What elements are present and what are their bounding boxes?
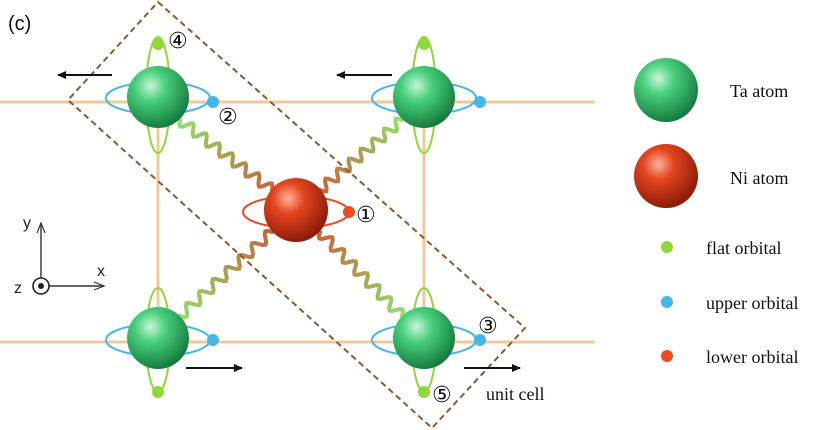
unit-cell-label: unit cell [486,384,544,404]
ni-atom-center [242,178,355,242]
label-2: ② [218,105,238,130]
axis-label-x: x [97,263,105,280]
panel-label: (c) [8,13,31,35]
label-4: ④ [168,29,188,54]
upper-orbital-dot [207,334,219,346]
unit-cell-border [66,0,527,430]
spring-bonds [177,116,406,320]
legend-flat-swatch [661,241,673,253]
spring-bottom-right [316,230,406,318]
legend-ni-swatch [634,144,698,208]
axis-label-z: z [14,280,22,297]
upper-orbital-dot [474,96,486,108]
flat-orbital-dot [152,38,164,50]
spring-top-right [318,116,404,194]
legend-upper-label: upper orbital [706,293,798,313]
motion-arrows [57,71,521,372]
lattice-lines [0,100,595,344]
legend-flat-label: flat orbital [706,238,781,258]
legend: Ta atom Ni atom flat orbital upper orbit… [634,58,798,367]
legend-upper-swatch [661,296,673,308]
legend-ta-swatch [634,58,698,122]
upper-orbital-dot [207,96,219,108]
label-5: ⑤ [432,383,452,408]
coordinate-axes [32,223,104,295]
ta-atom-top-left [105,36,219,154]
ta-atom-top-right [371,36,486,154]
legend-lower-label: lower orbital [706,347,798,367]
flat-orbital-dot [418,38,430,50]
axis-label-y: y [23,215,31,232]
flat-orbital-dot [418,386,430,398]
spring-top-left [177,118,275,192]
lower-orbital-dot [343,206,355,218]
legend-ni-label: Ni atom [730,168,789,188]
ta-atom-bottom-right [371,287,486,398]
legend-ta-label: Ta atom [730,81,788,101]
circled-number-labels: ① ② ③ ④ ⑤ [168,29,498,408]
flat-orbital-dot [152,386,164,398]
spring-bottom-left [178,228,274,320]
legend-lower-swatch [661,350,673,362]
ta-atom-bottom-left [105,287,219,398]
upper-orbital-dot [474,334,486,346]
label-1: ① [356,203,376,228]
label-3: ③ [478,314,498,339]
